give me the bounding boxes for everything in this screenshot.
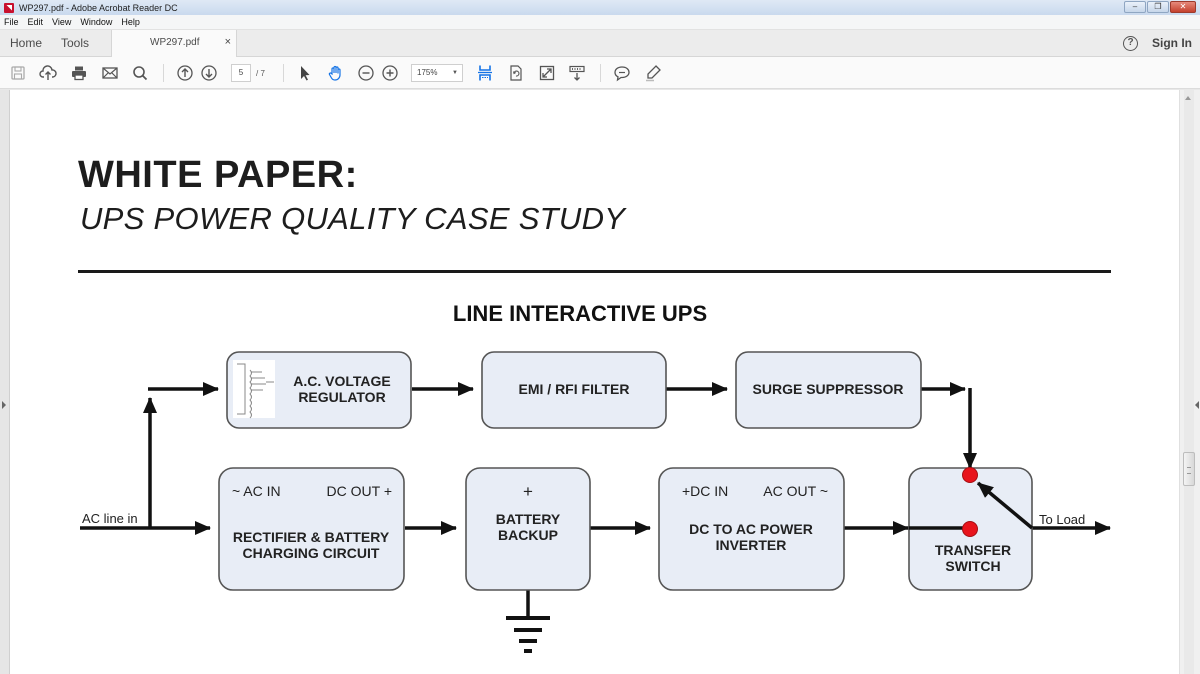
ground-symbol — [506, 616, 550, 653]
battery-label-line2: BACKUP — [498, 527, 558, 543]
document-tab-label: WP297.pdf — [150, 37, 200, 48]
document-subheading: UPS POWER QUALITY CASE STUDY — [80, 201, 626, 236]
rectifier-ac-in-label: ~ AC IN — [232, 483, 281, 499]
save-icon[interactable] — [9, 64, 27, 82]
switch-contact-bottom — [962, 521, 978, 537]
scrollbar-track[interactable] — [1184, 90, 1194, 674]
document-viewport: WHITE PAPER: UPS POWER QUALITY CASE STUD… — [0, 90, 1200, 674]
box-emi-filter: EMI / RFI FILTER — [481, 351, 667, 429]
emi-filter-label: EMI / RFI FILTER — [519, 381, 630, 397]
email-icon[interactable] — [101, 64, 119, 82]
rectifier-label-line2: CHARGING CIRCUIT — [243, 545, 380, 561]
chevron-down-icon: ▼ — [452, 70, 458, 76]
comment-icon[interactable] — [613, 64, 631, 82]
inverter-ac-out-label: AC OUT ~ — [763, 483, 828, 499]
select-arrow-icon[interactable] — [296, 64, 314, 82]
regulator-label-line1: A.C. VOLTAGE — [293, 373, 390, 389]
tab-bar: Home Tools WP297.pdf × — [0, 30, 1200, 57]
page-down-icon[interactable] — [200, 64, 218, 82]
tab-tools[interactable]: Tools — [61, 36, 90, 50]
box-inverter: +DC IN AC OUT ~ DC TO AC POWER INVERTER — [658, 467, 845, 591]
transformer-tap-icon — [233, 360, 275, 419]
box-surge-shape — [735, 351, 922, 429]
diagram-title: LINE INTERACTIVE UPS — [453, 301, 707, 326]
document-heading: WHITE PAPER: — [78, 154, 358, 196]
menu-edit[interactable]: Edit — [27, 17, 44, 27]
ac-line-in-label: AC line in — [82, 511, 138, 526]
tab-home[interactable]: Home — [10, 36, 43, 50]
rectifier-dc-out-label: DC OUT + — [327, 483, 392, 499]
toolbar-divider — [163, 64, 164, 82]
transfer-label-line1: TRANSFER — [935, 542, 1011, 558]
box-rectifier: ~ AC IN DC OUT + RECTIFIER & BATTERY CHA… — [218, 467, 405, 591]
search-icon[interactable] — [131, 64, 149, 82]
to-load-label: To Load — [1039, 512, 1085, 527]
box-battery-backup: + BATTERY BACKUP — [465, 467, 591, 591]
hand-tool-icon[interactable] — [327, 64, 345, 82]
toolbar-divider — [600, 64, 601, 82]
menu-help[interactable]: Help — [121, 17, 140, 27]
full-screen-icon[interactable] — [538, 64, 556, 82]
inverter-dc-in-label: +DC IN — [682, 483, 728, 499]
page-total: / 7 — [256, 69, 265, 78]
toolbar: 5 / 7 175% ▼ — [0, 57, 1200, 89]
transfer-label-line2: SWITCH — [945, 558, 1000, 574]
page-number-input[interactable]: 5 — [231, 64, 251, 82]
rotate-page-icon[interactable] — [507, 64, 525, 82]
box-inverter-shape — [658, 467, 845, 591]
zoom-out-icon[interactable] — [357, 64, 375, 82]
fit-page-icon[interactable] — [476, 64, 494, 82]
highlight-pen-icon[interactable] — [644, 64, 662, 82]
sign-in-link[interactable]: Sign In — [1152, 36, 1192, 50]
regulator-label-line2: REGULATOR — [298, 389, 385, 405]
zoom-level-dropdown[interactable]: 175% ▼ — [411, 64, 463, 82]
inverter-label-line1: DC TO AC POWER — [689, 521, 813, 537]
page-up-icon[interactable] — [176, 64, 194, 82]
menu-bar: File Edit View Window Help — [0, 15, 1200, 30]
expand-left-panel-icon[interactable] — [2, 401, 6, 409]
pdf-page: WHITE PAPER: UPS POWER QUALITY CASE STUD… — [9, 90, 1179, 674]
zoom-level-value: 175% — [417, 68, 438, 77]
toolbar-divider — [283, 64, 284, 82]
battery-plus-label: + — [523, 482, 533, 501]
surge-suppressor-label: SURGE SUPPRESSOR — [753, 381, 904, 397]
menu-file[interactable]: File — [4, 17, 19, 27]
switch-contact-top — [962, 467, 978, 483]
menu-view[interactable]: View — [52, 17, 72, 27]
expand-right-panel-icon[interactable] — [1195, 401, 1199, 409]
minimize-button[interactable]: – — [1124, 1, 1146, 13]
print-icon[interactable] — [70, 64, 88, 82]
vertical-scrollbar[interactable] — [1179, 90, 1200, 674]
window-title-bar: WP297.pdf - Adobe Acrobat Reader DC – ❐ … — [0, 0, 1200, 15]
menu-window[interactable]: Window — [80, 17, 113, 27]
box-battery-shape — [465, 467, 591, 591]
scroll-mode-icon[interactable] — [568, 64, 586, 82]
ups-block-diagram: LINE INTERACTIVE UPS — [80, 301, 1111, 653]
battery-label-line1: BATTERY — [496, 511, 561, 527]
restore-button[interactable]: ❐ — [1147, 1, 1169, 13]
window-title: WP297.pdf - Adobe Acrobat Reader DC — [19, 2, 178, 13]
scrollbar-thumb[interactable] — [1183, 452, 1195, 486]
box-rectifier-shape — [218, 467, 405, 591]
scroll-up-icon[interactable] — [1185, 96, 1191, 100]
close-window-button[interactable]: ✕ — [1170, 1, 1196, 13]
box-surge-suppressor: SURGE SUPPRESSOR — [735, 351, 922, 429]
close-tab-icon[interactable]: × — [224, 36, 231, 48]
box-emi-shape — [481, 351, 667, 429]
rectifier-label-line1: RECTIFIER & BATTERY — [233, 529, 390, 545]
box-voltage-regulator: A.C. VOLTAGE REGULATOR — [226, 351, 412, 429]
acrobat-app-icon — [4, 2, 14, 13]
inverter-label-line2: INVERTER — [716, 537, 787, 553]
zoom-in-icon[interactable] — [381, 64, 399, 82]
switch-internal-wires — [909, 481, 1034, 530]
window-controls: – ❐ ✕ — [1124, 1, 1196, 13]
upload-cloud-icon[interactable] — [39, 64, 57, 82]
tab-document[interactable]: WP297.pdf × — [111, 30, 237, 57]
help-icon[interactable]: ? — [1123, 36, 1138, 51]
left-panel-collapsed — [0, 90, 9, 674]
heading-divider — [78, 270, 1111, 273]
